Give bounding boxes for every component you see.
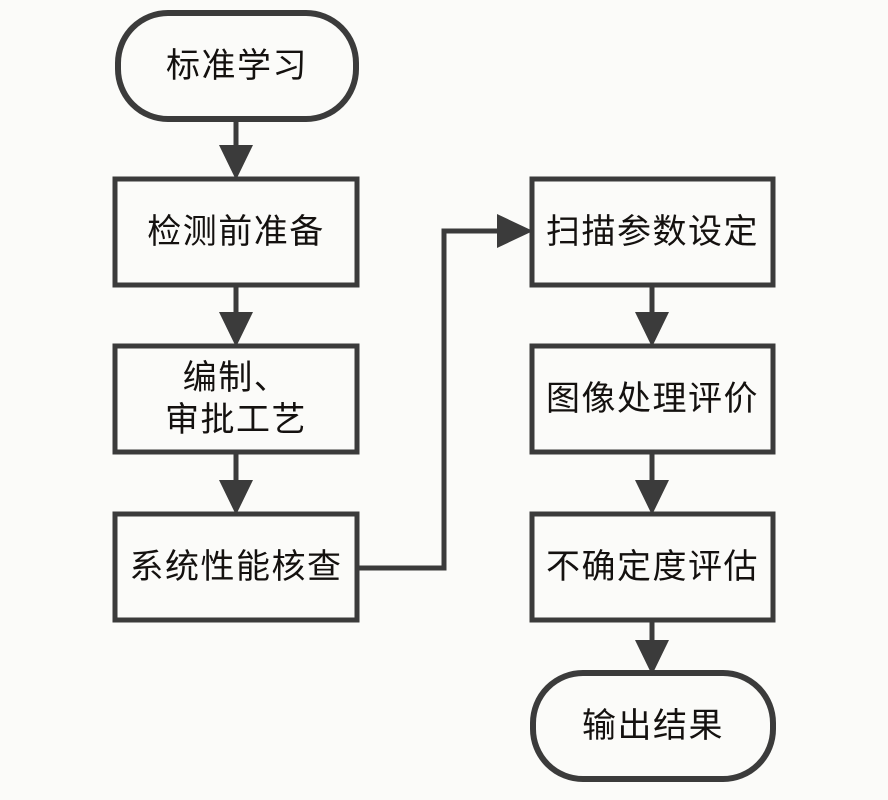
node-shape-output[interactable] [530, 670, 776, 782]
edge-scan-parameters-to-image-evaluation [635, 285, 669, 347]
node-shape-system-performance-check[interactable] [112, 511, 360, 623]
edge-system-check-to-scan-parameters [357, 214, 533, 571]
edge-start-to-pre-inspection [219, 119, 253, 180]
node-shape-process-approval[interactable] [112, 343, 360, 455]
edge-image-evaluation-to-uncertainty [635, 452, 669, 515]
node-shape-pre-inspection[interactable] [112, 176, 360, 288]
node-shape-scan-parameters[interactable] [529, 176, 776, 288]
edge-uncertainty-to-output [635, 620, 669, 675]
edge-pre-inspection-to-process-approval [219, 285, 253, 347]
node-shape-image-evaluation[interactable] [529, 343, 776, 455]
edge-process-approval-to-system-check [219, 452, 253, 515]
node-shape-start[interactable] [115, 10, 359, 122]
node-shape-uncertainty-assessment[interactable] [529, 511, 776, 623]
